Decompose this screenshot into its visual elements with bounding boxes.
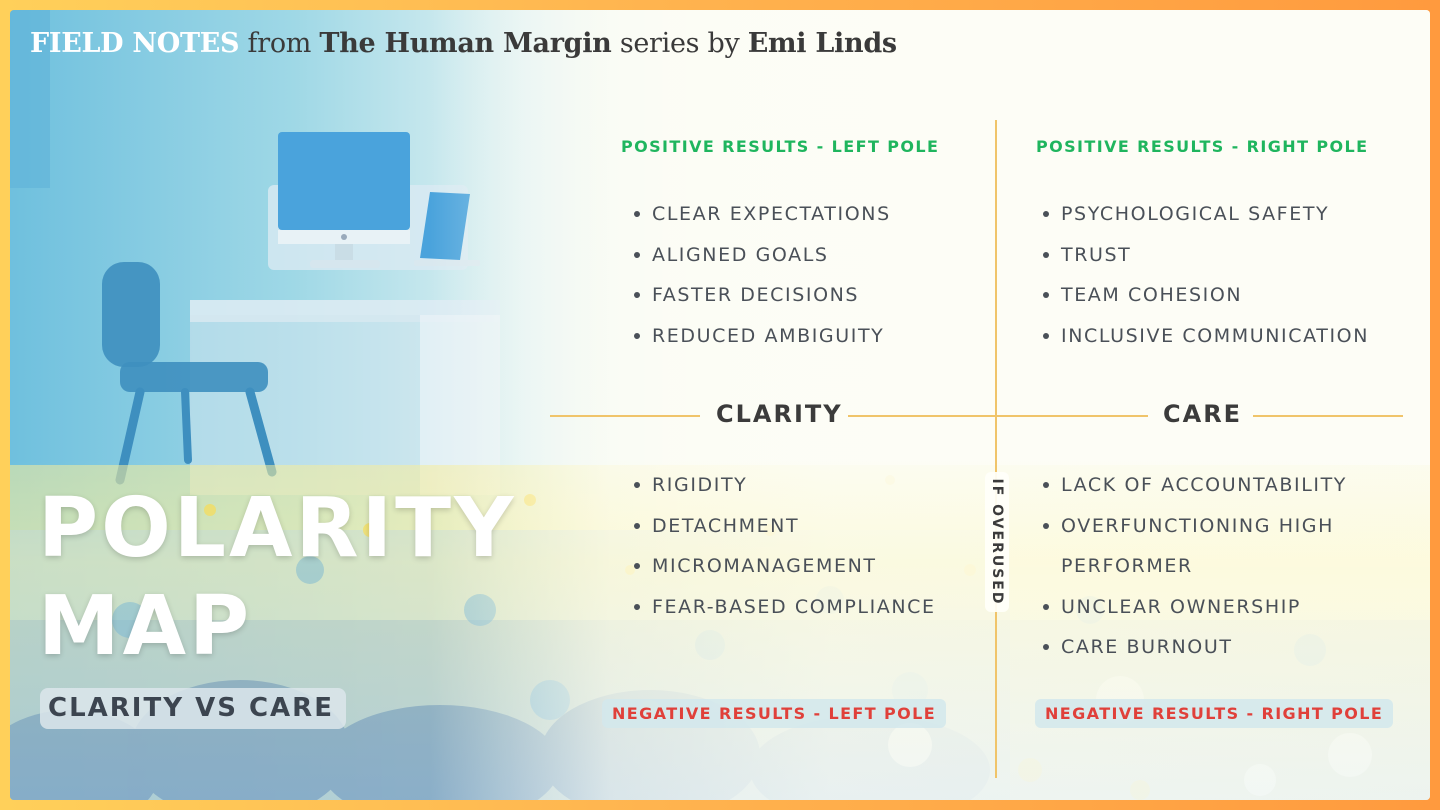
list-item: ALIGNED GOALS bbox=[632, 235, 891, 276]
content-backdrop bbox=[430, 10, 1430, 800]
list-item: DETACHMENT bbox=[632, 506, 936, 547]
list-item-text: CARE BURNOUT bbox=[1061, 636, 1233, 658]
list-item: OVERFUNCTIONING HIGH PERFORMER bbox=[1041, 506, 1347, 587]
list-item: PSYCHOLOGICAL SAFETY bbox=[1041, 194, 1369, 235]
list-item: CLEAR EXPECTATIONS bbox=[632, 194, 891, 235]
title-line-2: MAP bbox=[38, 579, 253, 674]
list-item: CARE BURNOUT bbox=[1041, 627, 1347, 668]
positive-right-list: PSYCHOLOGICAL SAFETY TRUST TEAM COHESION… bbox=[1041, 194, 1369, 356]
positive-right-heading: POSITIVE RESULTS - RIGHT POLE bbox=[1036, 137, 1369, 156]
right-pole-label: CARE bbox=[1163, 400, 1243, 428]
subtitle-badge: CLARITY VS CARE bbox=[40, 688, 346, 729]
vertical-axis-line bbox=[995, 120, 997, 778]
list-item: TEAM COHESION bbox=[1041, 275, 1369, 316]
page-title: POLARITY MAP bbox=[38, 480, 516, 676]
list-item: MICROMANAGEMENT bbox=[632, 546, 936, 587]
negative-left-list: RIGIDITY DETACHMENT MICROMANAGEMENT FEAR… bbox=[632, 465, 936, 627]
list-item-text: OVERFUNCTIONING HIGH bbox=[1061, 514, 1334, 537]
if-overused-tag: IF OVERUSED bbox=[985, 472, 1009, 612]
field-notes-label: FIELD NOTES bbox=[30, 28, 240, 59]
positive-left-heading: POSITIVE RESULTS - LEFT POLE bbox=[621, 137, 940, 156]
horizontal-axis-segment-left bbox=[550, 415, 700, 417]
series-title: The Human Margin bbox=[319, 28, 612, 59]
list-item-text-continued: PERFORMER bbox=[1061, 555, 1193, 577]
list-item: LACK OF ACCOUNTABILITY bbox=[1041, 465, 1347, 506]
author-name: Emi Linds bbox=[747, 28, 897, 59]
negative-left-heading: NEGATIVE RESULTS - LEFT POLE bbox=[602, 699, 947, 728]
list-item-text: UNCLEAR OWNERSHIP bbox=[1061, 595, 1301, 618]
list-item: TRUST bbox=[1041, 235, 1369, 276]
negative-right-heading: NEGATIVE RESULTS - RIGHT POLE bbox=[1035, 699, 1394, 728]
left-pole-label: CLARITY bbox=[716, 400, 843, 428]
list-item: FEAR-BASED COMPLIANCE bbox=[632, 587, 936, 628]
if-overused-label: IF OVERUSED bbox=[989, 478, 1005, 606]
list-item: RIGIDITY bbox=[632, 465, 936, 506]
from-text: from bbox=[247, 28, 312, 59]
list-item: INCLUSIVE COMMUNICATION bbox=[1041, 316, 1369, 357]
list-item: FASTER DECISIONS bbox=[632, 275, 891, 316]
list-item: UNCLEAR OWNERSHIP bbox=[1041, 587, 1347, 628]
horizontal-axis-segment-middle bbox=[848, 415, 1148, 417]
meadow-veil bbox=[10, 460, 1430, 800]
title-line-1: POLARITY bbox=[38, 481, 517, 576]
negative-right-list: LACK OF ACCOUNTABILITY OVERFUNCTIONING H… bbox=[1041, 465, 1347, 668]
series-by-text: series by bbox=[619, 28, 740, 59]
polarity-map-card: FIELD NOTES from The Human Margin series… bbox=[10, 10, 1430, 800]
series-credit: FIELD NOTES from The Human Margin series… bbox=[30, 28, 897, 59]
list-item-text: LACK OF ACCOUNTABILITY bbox=[1061, 474, 1348, 496]
horizontal-axis-segment-right bbox=[1253, 415, 1403, 417]
positive-left-list: CLEAR EXPECTATIONS ALIGNED GOALS FASTER … bbox=[632, 194, 891, 356]
list-item: REDUCED AMBIGUITY bbox=[632, 316, 891, 357]
